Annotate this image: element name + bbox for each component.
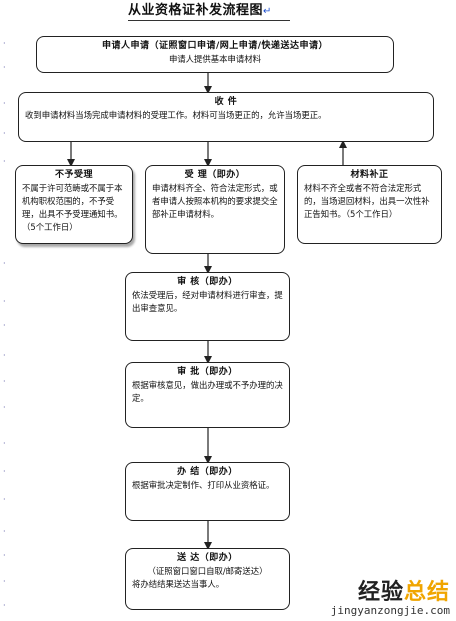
margin-mark: ·	[3, 321, 6, 330]
accept-heading: 受 理（即办）	[184, 170, 246, 180]
margin-mark: ·	[3, 495, 6, 504]
margin-mark: ·	[3, 551, 6, 560]
margin-mark: ·	[3, 157, 6, 166]
box-accept: 受 理（即办） 申请材料齐全、符合法定形式，或者申请人按照本机构的要求提交全部补…	[145, 165, 285, 254]
box-approve: 审 批（即办） 根据审核意见，做出办理或不予办理的决定。	[125, 362, 290, 428]
supplement-text: 材料不齐全或者不符合法定形式的，当场退回材料，出具一次性补正告知书。（5个工作日…	[304, 183, 430, 219]
watermark-url: jingyanzongjie.com	[330, 604, 450, 617]
margin-mark: ·	[3, 601, 6, 610]
receive-text: 收到申请材料当场完成申请材料的受理工作。材料可当场更正的，允许当场更正。	[25, 110, 327, 120]
margin-mark: ·	[3, 99, 6, 108]
deliver-text-2: 将办结结果送达当事人。	[132, 579, 225, 589]
chart-title: 从业资格证补发流程图↵	[128, 0, 298, 22]
margin-mark: ·	[3, 577, 6, 586]
title-text: 从业资格证补发流程图	[128, 3, 264, 18]
watermark-logo: 经验总结	[331, 581, 450, 605]
margin-mark: ·	[3, 377, 6, 386]
review-heading: 审 核（即办）	[177, 277, 238, 287]
margin-mark: ·	[3, 259, 6, 268]
watermark-text-a: 经验	[357, 580, 404, 605]
box-review: 审 核（即办） 依法受理后，经对申请材料进行审查，提出审查意见。	[125, 272, 290, 341]
watermark-text-b: 总结	[403, 580, 450, 605]
approve-text: 根据审核意见，做出办理或不予办理的决定。	[132, 380, 283, 403]
apply-subtext: 申请人提供基本申请材料	[168, 54, 262, 64]
reject-heading: 不予受理	[54, 170, 93, 180]
margin-mark: ·	[3, 63, 6, 72]
deliver-heading: 送 达（即办）	[177, 553, 238, 563]
box-reject: 不予受理 不属于许可范畴或不属于本机构职权范围的，不予受理，出具不予受理通知书。…	[15, 165, 133, 244]
apply-heading: 申请人申请（证照窗口申请/网上申请/快递送达申请）	[101, 41, 329, 51]
review-text: 依法受理后，经对申请材料进行审查，提出审查意见。	[132, 290, 283, 313]
box-handle: 办 结（即办） 根据审批决定制作、打印从业资格证。	[125, 462, 290, 521]
watermark: 经验总结 jingyanzongjie.com	[331, 581, 450, 617]
margin-mark: ·	[3, 351, 6, 360]
box-receive: 收 件 收到申请材料当场完成申请材料的受理工作。材料可当场更正的，允许当场更正。	[18, 92, 434, 142]
box-supplement: 材料补正 材料不齐全或者不符合法定形式的，当场退回材料，出具一次性补正告知书。（…	[297, 165, 442, 244]
box-apply: 申请人申请（证照窗口申请/网上申请/快递送达申请） 申请人提供基本申请材料	[36, 36, 394, 73]
receive-heading: 收 件	[214, 97, 238, 107]
reject-text: 不属于许可范畴或不属于本机构职权范围的，不予受理，出具不予受理通知书。（5个工作…	[22, 183, 123, 232]
paragraph-mark-icon: ↵	[263, 6, 272, 17]
box-deliver: 送 达（即办） （证照窗口窗口自取/邮寄送达） 将办结结果送达当事人。	[125, 548, 290, 610]
title-underline	[128, 20, 290, 21]
supplement-heading: 材料补正	[350, 170, 389, 180]
margin-mark: ·	[3, 129, 6, 138]
margin-mark: ·	[3, 467, 6, 476]
margin-mark: ·	[3, 39, 6, 48]
handle-heading: 办 结（即办）	[177, 467, 238, 477]
margin-mark: ·	[3, 403, 6, 412]
approve-heading: 审 批（即办）	[177, 367, 238, 377]
margin-mark: ·	[3, 439, 6, 448]
accept-text: 申请材料齐全、符合法定形式，或者申请人按照本机构的要求提交全部补正申请材料。	[152, 183, 278, 219]
handle-text: 根据审批决定制作、打印从业资格证。	[132, 480, 275, 490]
margin-mark: ·	[3, 527, 6, 536]
deliver-text-1: （证照窗口窗口自取/邮寄送达）	[147, 566, 268, 576]
margin-mark: ·	[3, 297, 6, 306]
